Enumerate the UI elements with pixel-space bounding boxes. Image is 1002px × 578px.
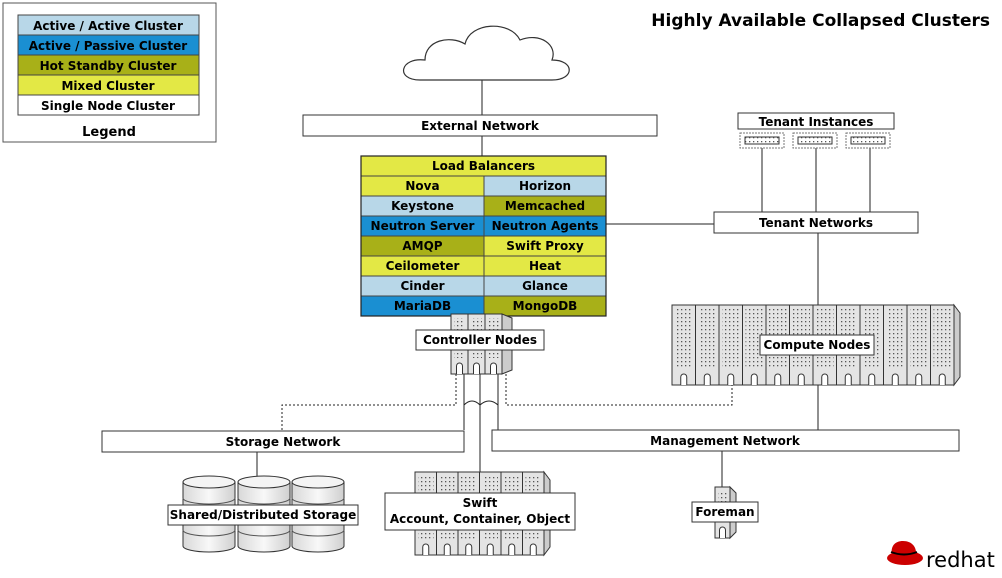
connector-lines: [256, 80, 871, 490]
service-ceilometer: Ceilometer: [360, 255, 485, 277]
server-icon: [718, 304, 743, 386]
foreman-node: Foreman: [691, 485, 759, 540]
service-label: Nova: [405, 179, 439, 193]
service-heat: Heat: [483, 255, 607, 277]
service-label: AMQP: [402, 239, 442, 253]
service-label: Memcached: [505, 199, 585, 213]
controller-nodes: Controller Nodes: [415, 313, 545, 375]
service-mongodb: MongoDB: [483, 295, 607, 317]
service-horizon: Horizon: [483, 175, 607, 197]
swift-label: Swift: [463, 496, 498, 510]
legend-caption: Legend: [82, 125, 136, 140]
service-label: Horizon: [519, 179, 571, 193]
redhat-logo: redhat: [887, 541, 995, 572]
service-label: MariaDB: [394, 299, 451, 313]
service-mariadb: MariaDB: [360, 295, 485, 317]
service-label: Keystone: [391, 199, 454, 213]
management-network-label: Management Network: [650, 434, 801, 448]
service-label: Neutron Agents: [492, 219, 599, 233]
server-icon: [883, 304, 908, 386]
service-neutron-server: Neutron Server: [360, 215, 485, 237]
tenant-instances-label: Tenant Instances: [759, 115, 874, 129]
legend-item-label: Single Node Cluster: [41, 99, 175, 113]
service-label: Load Balancers: [432, 159, 535, 173]
service-amqp: AMQP: [360, 235, 485, 257]
storage-network-label: Storage Network: [226, 435, 342, 449]
service-glance: Glance: [483, 275, 607, 297]
legend-item-label: Active / Passive Cluster: [29, 39, 188, 53]
legend-item: Active / Active Cluster: [17, 14, 200, 36]
service-label: MongoDB: [513, 299, 578, 313]
legend-item-label: Active / Active Cluster: [33, 19, 183, 33]
service-label: Glance: [522, 279, 568, 293]
legend-item: Hot Standby Cluster: [17, 54, 200, 76]
external-network: External Network: [302, 114, 658, 137]
legend-item-label: Mixed Cluster: [61, 79, 154, 93]
tenant-networks: Tenant Networks: [713, 211, 919, 234]
legend-item: Single Node Cluster: [17, 94, 200, 116]
compute-nodes: Compute Nodes: [671, 303, 961, 387]
service-label: Cinder: [400, 279, 444, 293]
service-label: Neutron Server: [371, 219, 475, 233]
external-network-label: External Network: [421, 119, 540, 133]
tenant-instances: Tenant Instances: [737, 112, 895, 149]
service-neutron-agents: Neutron Agents: [483, 215, 607, 237]
legend-item-label: Hot Standby Cluster: [40, 59, 177, 73]
server-icon: [906, 304, 931, 386]
redhat-logo-text: redhat: [926, 548, 995, 572]
management-network: Management Network: [491, 429, 960, 452]
shared-storage: Shared/Distributed Storage: [167, 475, 359, 553]
tenant-instance-icon: [845, 132, 891, 149]
server-icon: [930, 304, 955, 386]
server-icon: [695, 304, 720, 386]
internet-cloud-icon: [402, 25, 570, 81]
service-label: Ceilometer: [386, 259, 460, 273]
service-keystone: Keystone: [360, 195, 485, 217]
legend-item: Active / Passive Cluster: [17, 34, 200, 56]
service-nova: Nova: [360, 175, 485, 197]
service-cinder: Cinder: [360, 275, 485, 297]
service-label: Heat: [529, 259, 561, 273]
service-label: Swift Proxy: [506, 239, 584, 253]
tenant-instance-icon: [739, 132, 785, 149]
tenant-networks-label: Tenant Networks: [759, 216, 873, 230]
storage-network: Storage Network: [101, 430, 465, 453]
tenant-instance-icon: [792, 132, 838, 149]
swift-nodes: Swift Account, Container, Object: [384, 470, 576, 557]
service-swift-proxy: Swift Proxy: [483, 235, 607, 257]
foreman-label: Foreman: [695, 505, 754, 519]
service-memcached: Memcached: [483, 195, 607, 217]
service-load-balancers: Load Balancers: [360, 155, 607, 177]
legend-item: Mixed Cluster: [17, 74, 200, 96]
controller-nodes-label: Controller Nodes: [423, 333, 537, 347]
shared-storage-label: Shared/Distributed Storage: [170, 508, 356, 522]
server-icon: [742, 304, 767, 386]
server-icon: [671, 304, 696, 386]
swift-sublabel: Account, Container, Object: [390, 512, 571, 526]
compute-nodes-label: Compute Nodes: [764, 338, 871, 352]
diagram-title: Highly Available Collapsed Clusters: [651, 11, 990, 31]
